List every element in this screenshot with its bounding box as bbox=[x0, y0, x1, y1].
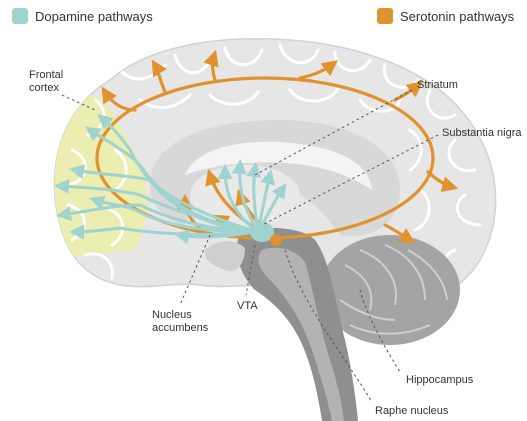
label-nucleus-accumbens: Nucleus accumbens bbox=[152, 309, 208, 335]
legend-dopamine: Dopamine pathways bbox=[12, 8, 153, 24]
label-hippocampus: Hippocampus bbox=[406, 374, 473, 387]
legend-serotonin: Serotonin pathways bbox=[377, 8, 514, 24]
dopamine-swatch bbox=[12, 8, 28, 24]
label-vta: VTA bbox=[237, 300, 258, 313]
legend-dopamine-label: Dopamine pathways bbox=[35, 9, 153, 24]
serotonin-swatch bbox=[377, 8, 393, 24]
label-striatum: Striatum bbox=[417, 79, 458, 92]
label-raphe-nucleus: Raphe nucleus bbox=[375, 405, 448, 418]
raphe-nucleus-dot bbox=[270, 234, 282, 246]
label-frontal-cortex: Frontal cortex bbox=[29, 69, 63, 95]
label-substantia-nigra: Substantia nigra bbox=[442, 127, 522, 140]
legend-serotonin-label: Serotonin pathways bbox=[400, 9, 514, 24]
